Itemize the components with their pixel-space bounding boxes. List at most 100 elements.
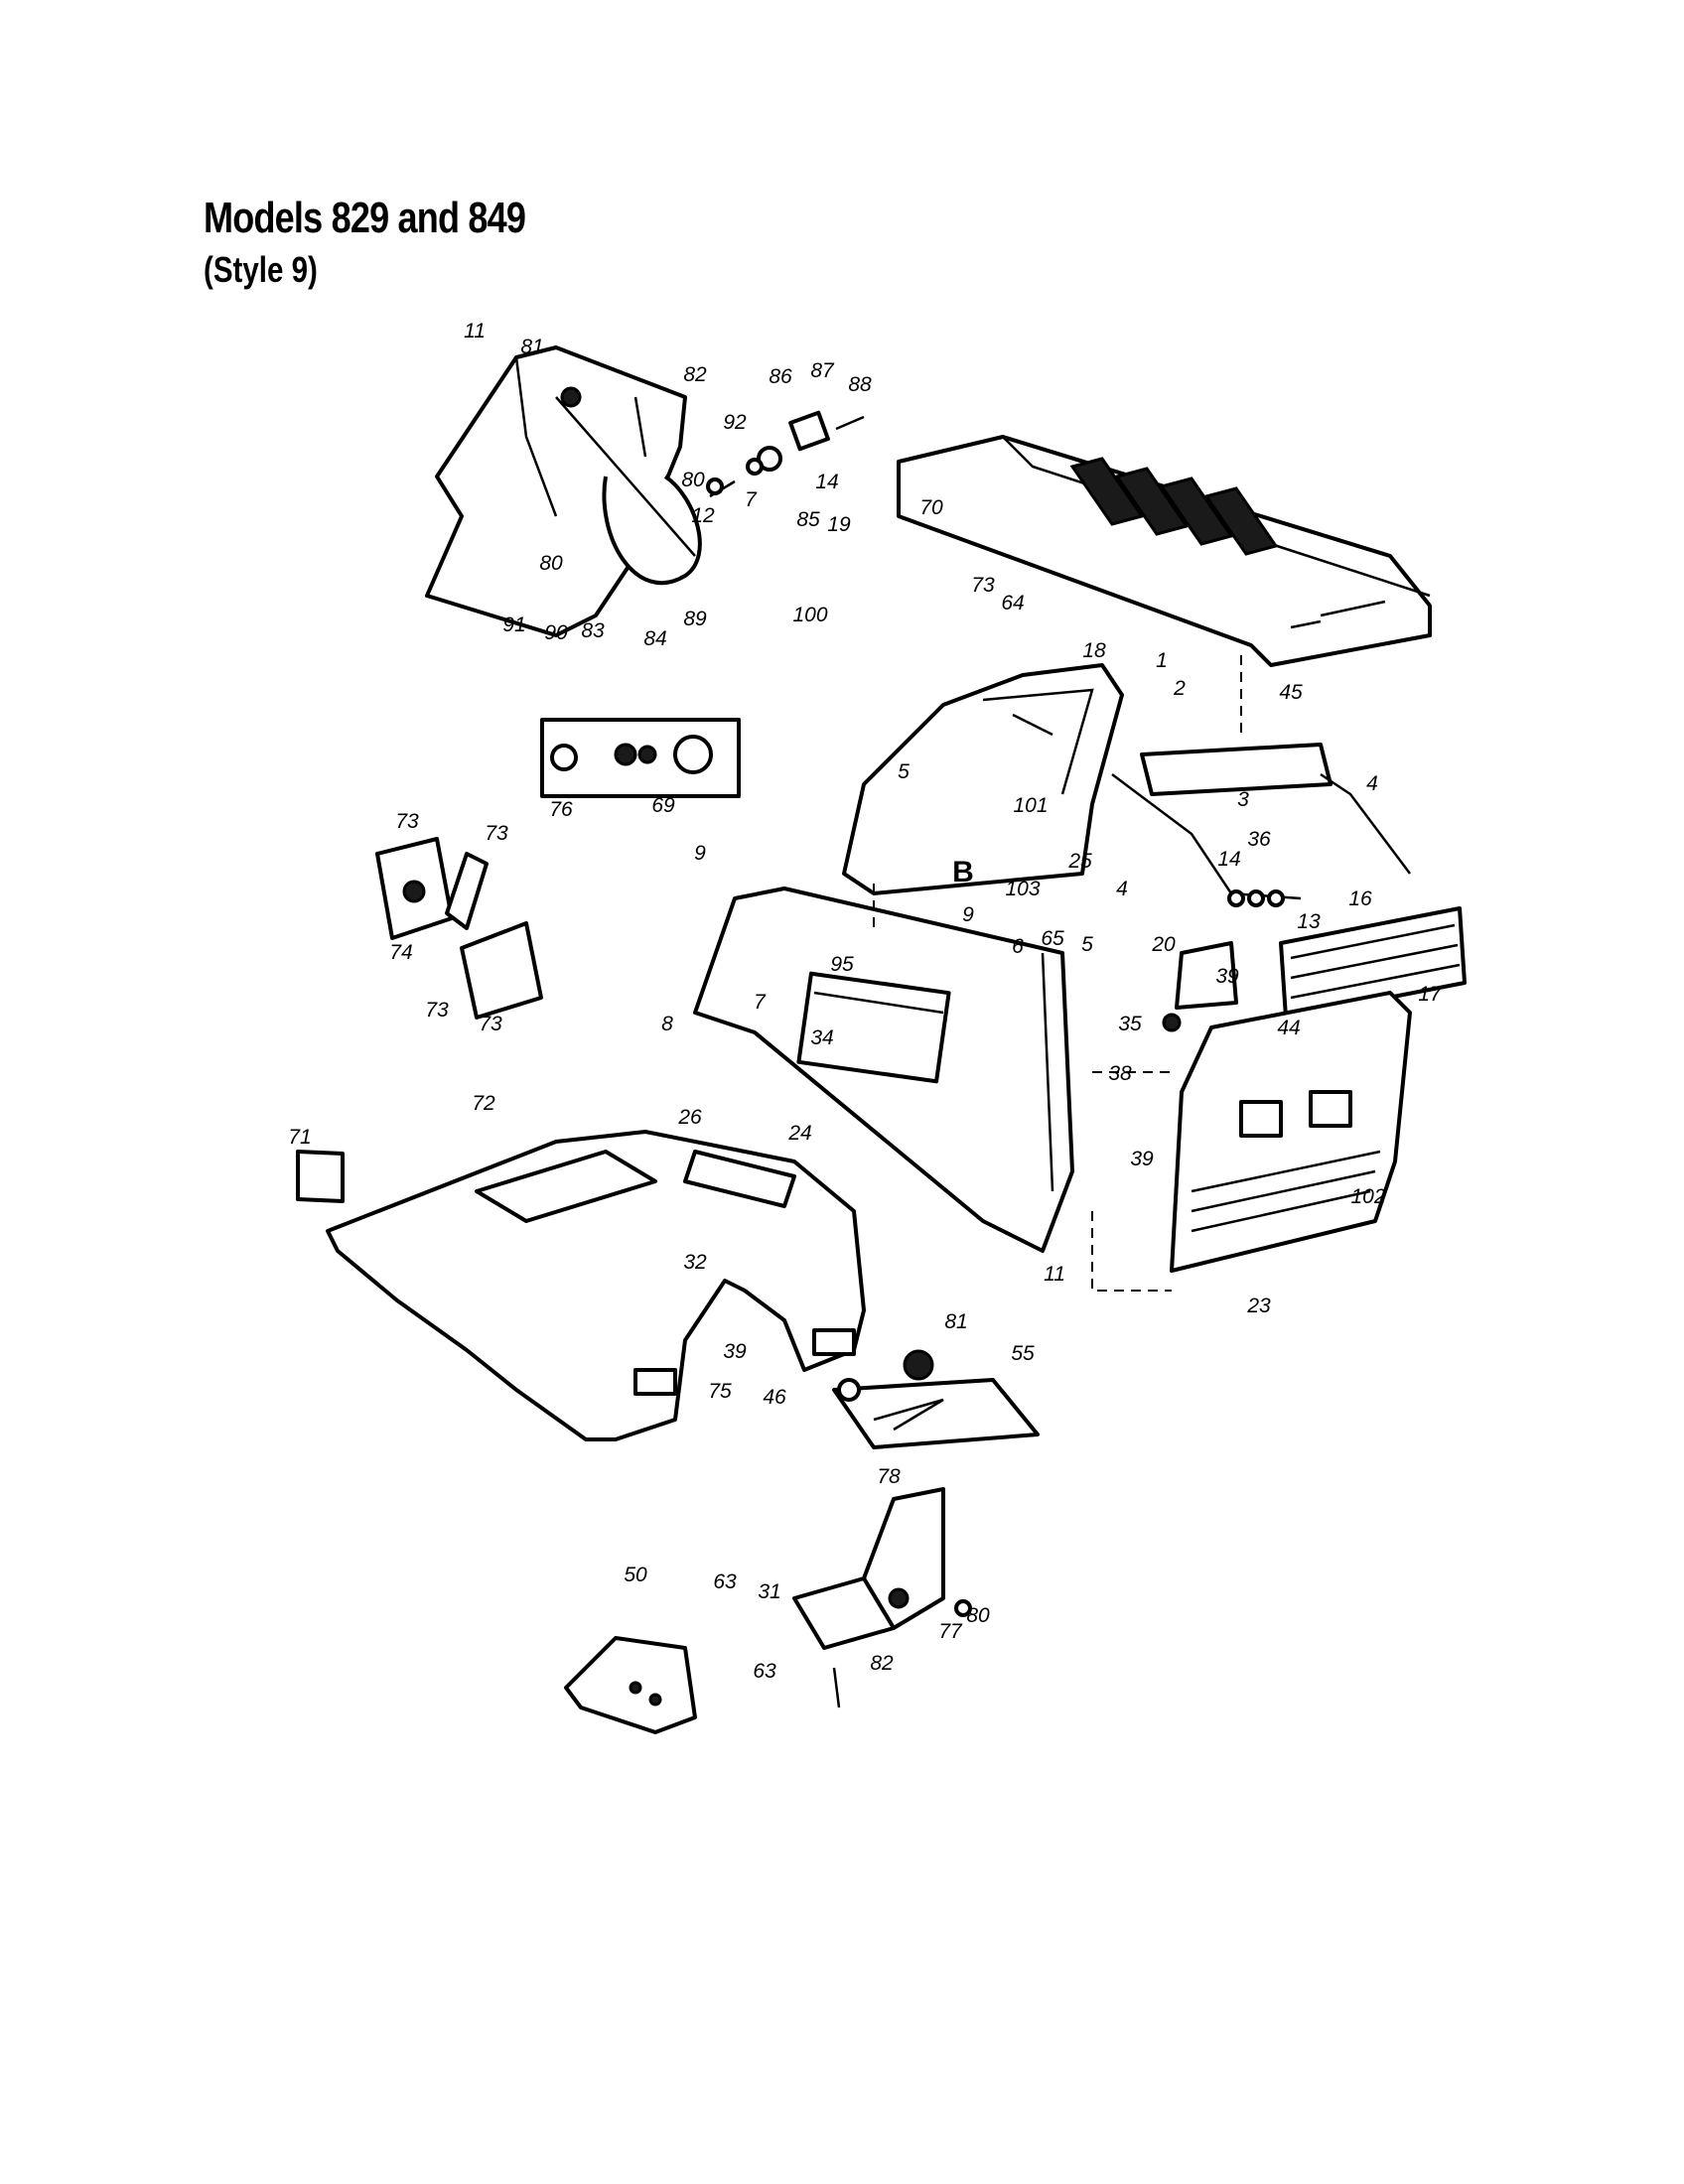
detail-marker-b: B <box>952 856 974 888</box>
callout-34: 34 <box>810 1026 833 1049</box>
mounting-bracket <box>564 1636 697 1734</box>
callout-14: 14 <box>1217 848 1240 871</box>
hood-bracket-rods <box>1111 743 1411 907</box>
callout-13: 13 <box>1297 910 1321 933</box>
callout-103: 103 <box>1005 878 1040 900</box>
callout-89: 89 <box>683 608 707 630</box>
callout-73: 73 <box>479 1013 502 1035</box>
callout-81: 81 <box>520 336 543 358</box>
callout-73: 73 <box>971 574 995 597</box>
callout-55: 55 <box>1011 1342 1035 1365</box>
callout-44: 44 <box>1277 1017 1300 1039</box>
callout-1: 1 <box>1156 649 1168 672</box>
throttle-control <box>375 837 543 1020</box>
callout-86: 86 <box>769 365 792 388</box>
callout-12: 12 <box>691 504 715 527</box>
callout-11: 11 <box>1044 1263 1065 1286</box>
callout-32: 32 <box>683 1251 707 1274</box>
callout-18: 18 <box>1082 639 1106 662</box>
upper-dash-assembly <box>425 345 702 637</box>
callout-76: 76 <box>549 798 573 821</box>
callout-88: 88 <box>848 373 872 396</box>
callout-50: 50 <box>624 1564 647 1586</box>
callout-20: 20 <box>1151 933 1176 956</box>
callout-39: 39 <box>1215 965 1239 988</box>
callout-31: 31 <box>758 1580 780 1603</box>
callout-92: 92 <box>723 411 747 434</box>
callout-63: 63 <box>753 1660 776 1683</box>
front-nose <box>1170 991 1412 1273</box>
callout-39: 39 <box>1130 1148 1154 1170</box>
bracket-hardware <box>706 410 865 498</box>
callout-102: 102 <box>1350 1185 1385 1208</box>
callout-80: 80 <box>966 1604 990 1627</box>
callout-35: 35 <box>1118 1013 1142 1035</box>
callout-24: 24 <box>787 1122 811 1145</box>
callout-65: 65 <box>1041 927 1064 950</box>
hood-vent-slots <box>1069 457 1279 556</box>
seat-bracket <box>792 1487 972 1708</box>
callout-100: 100 <box>792 604 827 626</box>
callout-101: 101 <box>1013 794 1048 817</box>
callout-45: 45 <box>1279 681 1303 704</box>
callout-77: 77 <box>938 1620 963 1643</box>
callout-80: 80 <box>681 469 705 491</box>
page-subtitle: (Style 9) <box>204 249 318 290</box>
callout-9: 9 <box>694 842 706 865</box>
callout-69: 69 <box>651 794 675 817</box>
callout-8: 8 <box>661 1013 673 1035</box>
callout-75: 75 <box>708 1380 732 1403</box>
callout-73: 73 <box>485 822 508 845</box>
callout-7: 7 <box>754 991 767 1014</box>
callout-19: 19 <box>827 513 851 536</box>
hood-part <box>897 435 1432 667</box>
callout-25: 25 <box>1067 850 1092 873</box>
callout-70: 70 <box>919 496 943 519</box>
callout-5: 5 <box>1081 933 1093 956</box>
callout-16: 16 <box>1348 887 1372 910</box>
dash-tower <box>693 887 1074 1253</box>
grille-screen <box>1279 906 1467 1020</box>
callout-95: 95 <box>830 953 854 976</box>
shift-plate <box>832 1349 1040 1449</box>
callout-3: 3 <box>1237 788 1249 811</box>
callout-36: 36 <box>1247 828 1271 851</box>
callout-71: 71 <box>288 1126 311 1149</box>
callout-17: 17 <box>1418 983 1443 1006</box>
callout-63: 63 <box>713 1570 737 1593</box>
callout-6: 6 <box>1012 935 1024 958</box>
callout-4: 4 <box>1366 772 1378 795</box>
callout-81: 81 <box>944 1310 967 1333</box>
callout-7: 7 <box>745 488 758 511</box>
callout-78: 78 <box>877 1465 901 1488</box>
fender <box>296 1130 866 1441</box>
callout-14: 14 <box>815 471 838 493</box>
callout-23: 23 <box>1246 1295 1271 1317</box>
ignition-switch-inset <box>540 718 741 798</box>
callout-80: 80 <box>539 552 563 575</box>
callout-4: 4 <box>1116 878 1128 900</box>
callout-91: 91 <box>502 614 525 636</box>
callout-9: 9 <box>962 903 974 926</box>
callout-74: 74 <box>389 941 412 964</box>
callout-11: 11 <box>464 320 486 342</box>
callout-73: 73 <box>395 810 419 833</box>
page-title: Models 829 and 849 <box>204 194 526 242</box>
callout-2: 2 <box>1173 677 1186 700</box>
callout-38: 38 <box>1108 1062 1132 1085</box>
callout-39: 39 <box>723 1340 747 1363</box>
reference-lines <box>873 655 1242 1292</box>
callout-84: 84 <box>643 627 666 650</box>
callout-82: 82 <box>870 1652 894 1675</box>
callout-90: 90 <box>544 621 568 644</box>
callout-46: 46 <box>763 1386 786 1409</box>
callout-26: 26 <box>677 1106 702 1129</box>
part-callouts: 1 2 3 4 4 5 5 6 7 7 8 9 9 11 11 12 13 14… <box>288 320 1443 1683</box>
headlight <box>1162 941 1238 1032</box>
callout-82: 82 <box>683 363 707 386</box>
callout-5: 5 <box>898 760 910 783</box>
callout-72: 72 <box>472 1092 495 1115</box>
callout-64: 64 <box>1001 592 1024 614</box>
callout-87: 87 <box>810 359 835 382</box>
